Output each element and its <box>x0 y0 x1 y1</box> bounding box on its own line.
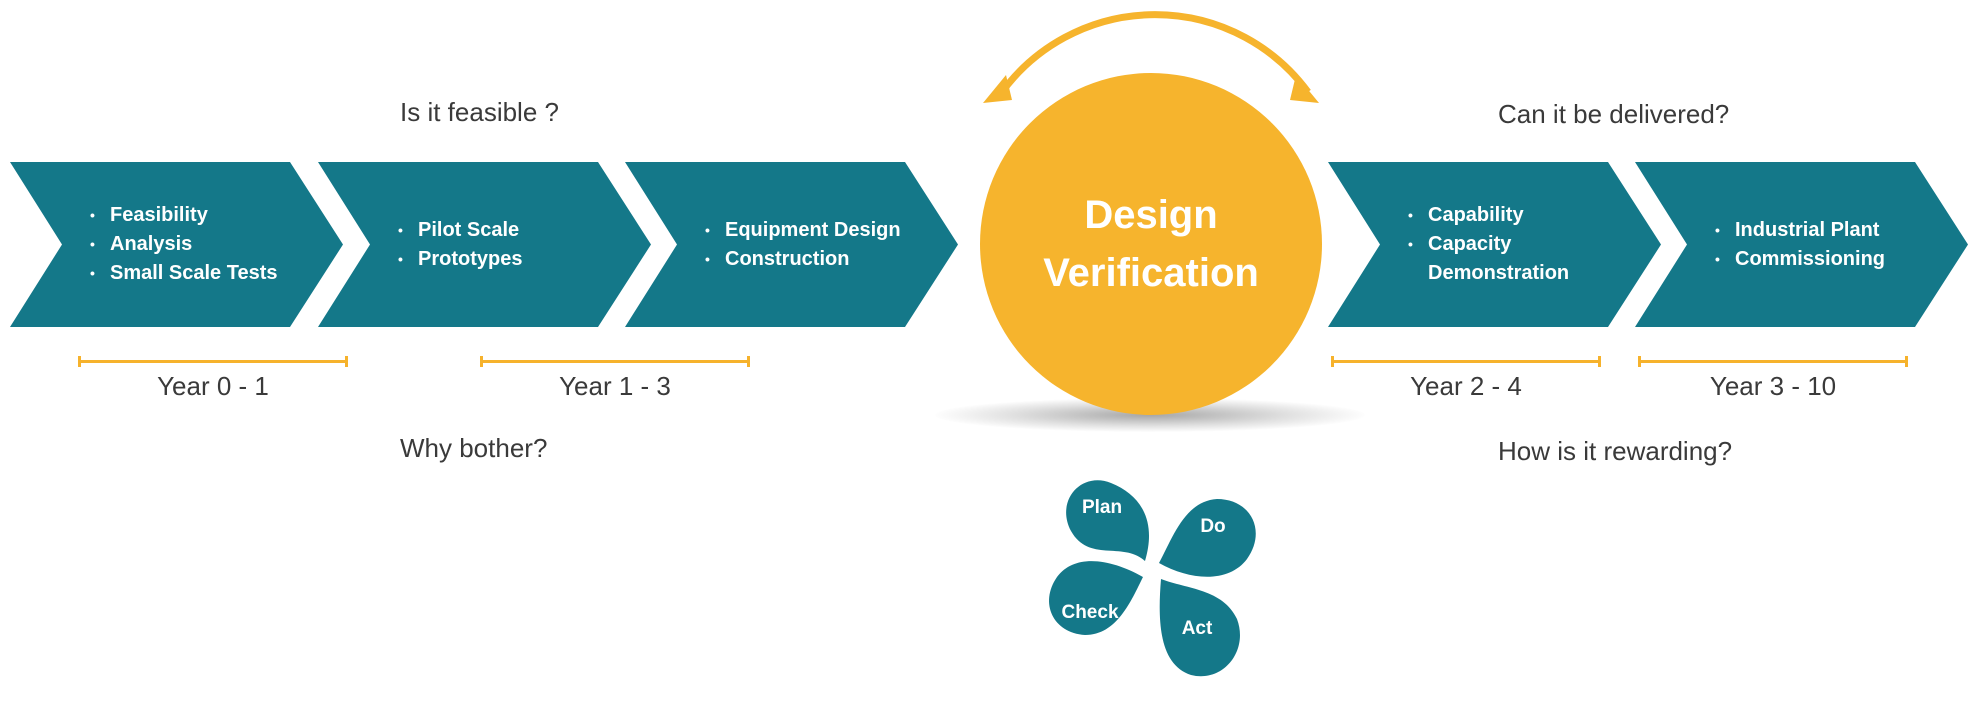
question-feasible: Is it feasible ? <box>400 97 559 127</box>
cycle-arrow-icon <box>983 11 1319 103</box>
pdca-plan-label: Plan <box>1081 497 1123 518</box>
timeline-label: Year 1 - 3 <box>559 371 671 401</box>
timeline-tick <box>78 356 81 367</box>
timeline-tick <box>480 356 483 367</box>
timeline-tick <box>1598 356 1601 367</box>
timeline-tick <box>1905 356 1908 367</box>
timeline-line <box>1331 360 1601 363</box>
pdca-act-label: Act <box>1181 618 1213 639</box>
pdca-check-label: Check <box>1061 602 1119 623</box>
timeline-tick <box>747 356 750 367</box>
timeline-tick <box>345 356 348 367</box>
timeline-year-2-4: Year 2 - 4 <box>1331 356 1601 401</box>
timeline-tick <box>1638 356 1641 367</box>
stage-item: Analysis <box>90 230 278 259</box>
question-why: Why bother? <box>400 433 548 463</box>
stage-item: Feasibility <box>90 201 278 230</box>
stage-item: Pilot Scale <box>398 216 522 245</box>
stage-item: Capability <box>1408 201 1569 230</box>
center-title-line1: Design <box>1084 193 1218 237</box>
stage-item: Small Scale Tests <box>90 259 278 288</box>
question-rewarding: How is it rewarding? <box>1498 436 1733 466</box>
stage-capability: Capability Capacity Demonstration <box>1328 162 1661 327</box>
stage-item: Construction <box>705 245 901 274</box>
stage-item: Demonstration <box>1428 262 1570 284</box>
timeline-year-3-10: Year 3 - 10 <box>1638 356 1908 401</box>
design-verification-circle: Design Verification <box>980 73 1322 415</box>
timeline-label: Year 0 - 1 <box>157 371 269 401</box>
stage-item: Commissioning <box>1715 245 1885 274</box>
center-title-line2: Verification <box>1043 251 1259 295</box>
stage-pilot: Pilot Scale Prototypes <box>318 162 651 327</box>
timeline-line <box>480 360 750 363</box>
timeline-tick <box>1331 356 1334 367</box>
timeline-label: Year 2 - 4 <box>1410 371 1522 401</box>
stage-item: Capacity <box>1408 230 1569 259</box>
stage-item: Equipment Design <box>705 216 901 245</box>
timeline-label: Year 3 - 10 <box>1709 371 1837 401</box>
timeline-line <box>78 360 348 363</box>
timeline-year-0-1: Year 0 - 1 <box>78 356 348 401</box>
stage-feasibility: Feasibility Analysis Small Scale Tests <box>10 162 343 327</box>
timeline-year-1-3: Year 1 - 3 <box>480 356 750 401</box>
stage-equipment: Equipment Design Construction <box>625 162 958 327</box>
pdca-propeller-icon <box>1049 480 1256 677</box>
question-delivered: Can it be delivered? <box>1498 99 1730 129</box>
timeline-line <box>1638 360 1908 363</box>
stage-item: Industrial Plant <box>1715 216 1885 245</box>
stage-industrial: Industrial Plant Commissioning <box>1635 162 1968 327</box>
pdca-do-label: Do <box>1200 516 1226 537</box>
stage-item: Prototypes <box>398 245 522 274</box>
